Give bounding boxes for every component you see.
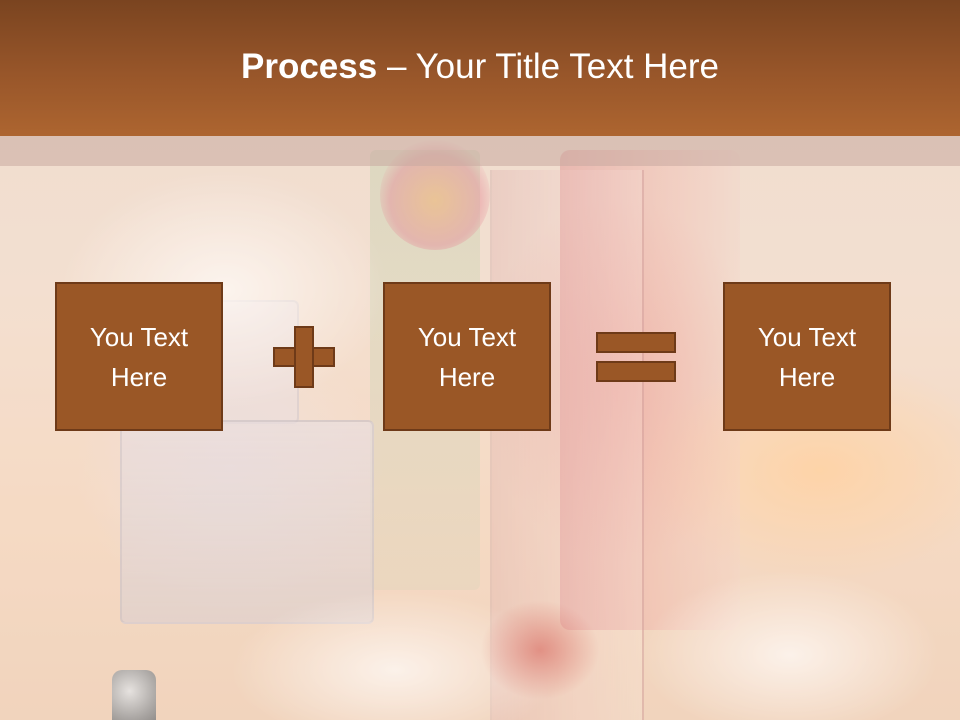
slide-title-rest: – Your Title Text Here [377,47,719,86]
slide-title[interactable]: Process – Your Title Text Here [241,47,719,87]
process-box-3[interactable]: You Text Here [723,282,891,431]
title-bar: Process – Your Title Text Here [0,0,960,136]
slide-title-bold: Process [241,47,378,86]
feather-image [640,570,940,720]
process-box-1-text: You Text Here [89,321,189,392]
equals-icon-top-bar [596,332,676,353]
process-box-2-text: You Text Here [417,321,517,392]
equals-icon-bottom-bar [596,361,676,382]
red-bottle-image [560,150,740,630]
perfume-bottle-image [120,420,374,624]
petal-image [480,600,600,700]
process-box-3-text: You Text Here [757,321,857,392]
plus-icon [273,326,335,388]
bottle-cap-image [112,670,156,720]
process-box-2[interactable]: You Text Here [383,282,551,431]
title-sub-band [0,136,960,166]
process-box-1[interactable]: You Text Here [55,282,223,431]
